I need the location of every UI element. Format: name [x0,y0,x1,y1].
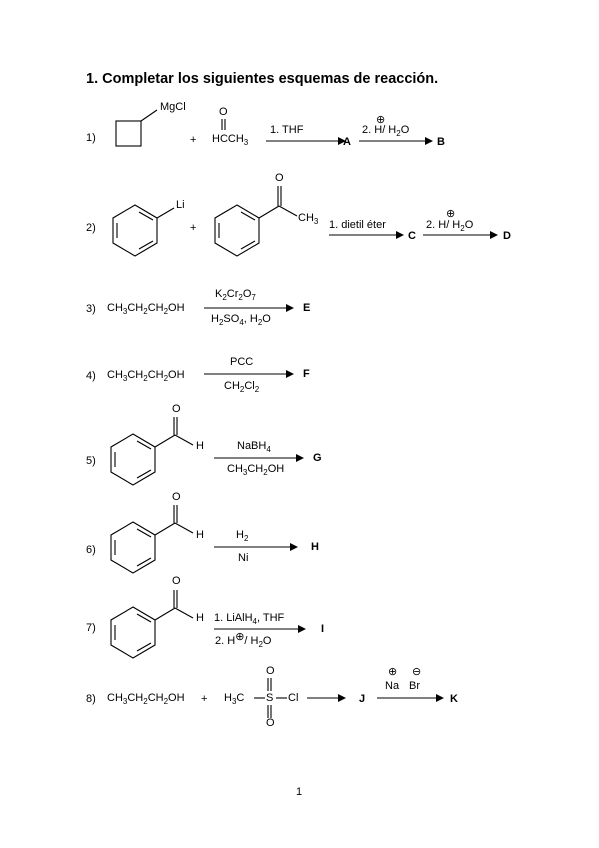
propanol-formula: CH3CH2CH2OH [107,692,185,706]
ketone-oxygen: O [275,172,284,184]
exercise-title: 1. Completar los siguientes esquemas de … [86,71,439,87]
sodium-label: Na [385,680,400,692]
aldehyde-oxygen: O [172,575,181,587]
product-e: E [303,302,311,314]
reagent-below: CH3CH2OH [227,463,285,477]
plus-sign: + [201,693,208,705]
reagent-below: H2SO4, H2O [211,313,271,327]
aldehyde-hydrogen: H [196,440,204,452]
reagent-below: 2. H⊕/ H2O [215,631,272,649]
chlorine-atom: Cl [288,692,299,704]
aldehyde-hydrogen: H [196,612,204,624]
reaction-number: 5) [86,455,96,467]
reagent-above: H2 [236,529,249,543]
step-2-label: 2. H⊕/ H2O [426,208,474,233]
methyl-label: CH3 [298,212,319,226]
negative-charge-icon: ⊖ [412,666,422,678]
reagent-above: 1. LiAlH4, THF [214,612,285,626]
positive-charge-icon: ⊕ [446,208,456,220]
aldehyde-oxygen: O [172,491,181,503]
step-1-label: 1. THF [270,124,304,136]
mgcl-label: MgCl [160,101,186,113]
aldehyde-oxygen: O [172,403,181,415]
reaction-number: 3) [86,303,96,315]
reagent-below: Ni [238,552,249,564]
reagent-above: PCC [230,356,254,368]
product-k: K [450,693,458,705]
carbonyl-oxygen: O [219,106,228,118]
product-a: A [343,136,351,148]
positive-charge-icon: ⊕ [376,114,386,126]
reagent-above: NaBH4 [237,440,271,454]
reagent-below: CH2Cl2 [224,380,260,394]
product-f: F [303,368,310,380]
bromide-label: Br [409,680,420,692]
product-g: G [313,452,322,464]
methyl-group: H3C [224,692,245,706]
positive-charge-icon: ⊕ [388,666,398,678]
product-h: H [311,541,319,553]
reaction-number: 7) [86,622,96,634]
reaction-number: 2) [86,222,96,234]
aldehyde-hydrogen: H [196,529,204,541]
acetaldehyde-formula: HCCH3 [212,133,249,147]
reaction-number: 8) [86,693,96,705]
propanol-formula: CH3CH2CH2OH [107,302,185,316]
product-b: B [437,136,445,148]
reaction-number: 1) [86,132,96,144]
sulfur-atom: S [266,692,274,704]
reagent-above: K2Cr2O7 [215,288,256,302]
propanol-formula: CH3CH2CH2OH [107,369,185,383]
sulfonyl-oxygen-top: O [266,665,275,677]
lithium-label: Li [176,199,185,211]
positive-charge-icon: ⊕ [235,631,245,643]
reaction-number: 6) [86,544,96,556]
product-i: I [321,623,325,635]
page-number: 1 [296,786,303,798]
product-d: D [503,230,511,242]
step-2-label: 2. H⊕/ H2O [362,114,410,138]
sulfonyl-oxygen-bottom: O [266,717,275,729]
reaction-number: 4) [86,370,96,382]
product-j: J [359,693,366,705]
plus-sign: + [190,222,197,234]
step-1-label: 1. dietil éter [329,219,386,231]
plus-sign: + [190,134,197,146]
product-c: C [408,230,416,242]
